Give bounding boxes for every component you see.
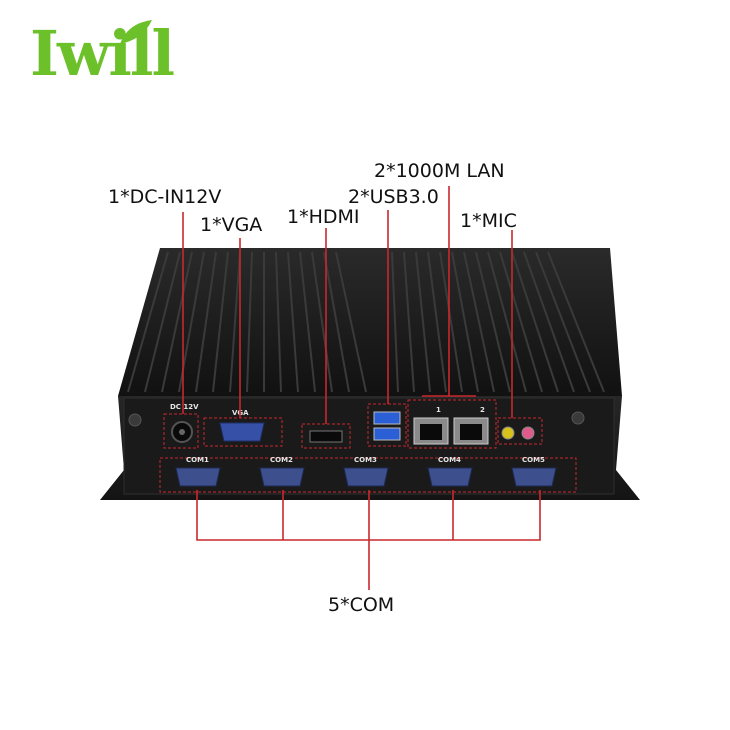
heatsink-top	[118, 248, 622, 396]
heatsink-fins	[127, 251, 605, 393]
hdmi-port	[309, 430, 343, 443]
com2-port	[259, 467, 305, 487]
callout-vga: 1*VGA	[200, 214, 263, 236]
usb-port-1	[373, 411, 401, 425]
lan-highlight	[407, 399, 497, 449]
mic-jack	[521, 426, 535, 440]
callout-usb: 2*USB3.0	[348, 186, 439, 208]
com-ports	[175, 467, 557, 487]
callout-mic: 1*MIC	[460, 210, 517, 232]
com4-label: COM4	[438, 456, 461, 464]
dc-port-label: DC 12V	[170, 403, 199, 411]
com5-port	[511, 467, 557, 487]
callout-lan: 2*1000M LAN	[374, 160, 505, 182]
com3-label: COM3	[354, 456, 377, 464]
com5-label: COM5	[522, 456, 545, 464]
lan2-label: 2	[480, 406, 485, 414]
mic-highlight	[497, 417, 543, 445]
com4-port	[427, 467, 473, 487]
antenna-left	[128, 413, 142, 427]
callout-dc-in: 1*DC-IN12V	[108, 186, 222, 208]
callout-hdmi: 1*HDMI	[287, 206, 360, 228]
callout-com: 5*COM	[328, 594, 395, 616]
com2-label: COM2	[270, 456, 293, 464]
audio-out-jack	[501, 426, 515, 440]
com1-label: COM1	[186, 456, 209, 464]
hdmi-highlight	[301, 423, 351, 449]
dc-highlight	[163, 413, 199, 449]
leaf-icon	[120, 20, 152, 44]
vga-port	[219, 422, 265, 442]
vga-highlight	[203, 417, 283, 447]
callout-lines	[182, 186, 541, 590]
antenna-right	[571, 411, 585, 425]
com-highlight	[159, 457, 577, 493]
com1-port	[175, 467, 221, 487]
iwill-logo: Iwill	[30, 14, 175, 94]
logo-text: Iwill	[30, 17, 175, 90]
lan1-label: 1	[436, 406, 441, 414]
usb-port-2	[373, 427, 401, 441]
com3-port	[343, 467, 389, 487]
